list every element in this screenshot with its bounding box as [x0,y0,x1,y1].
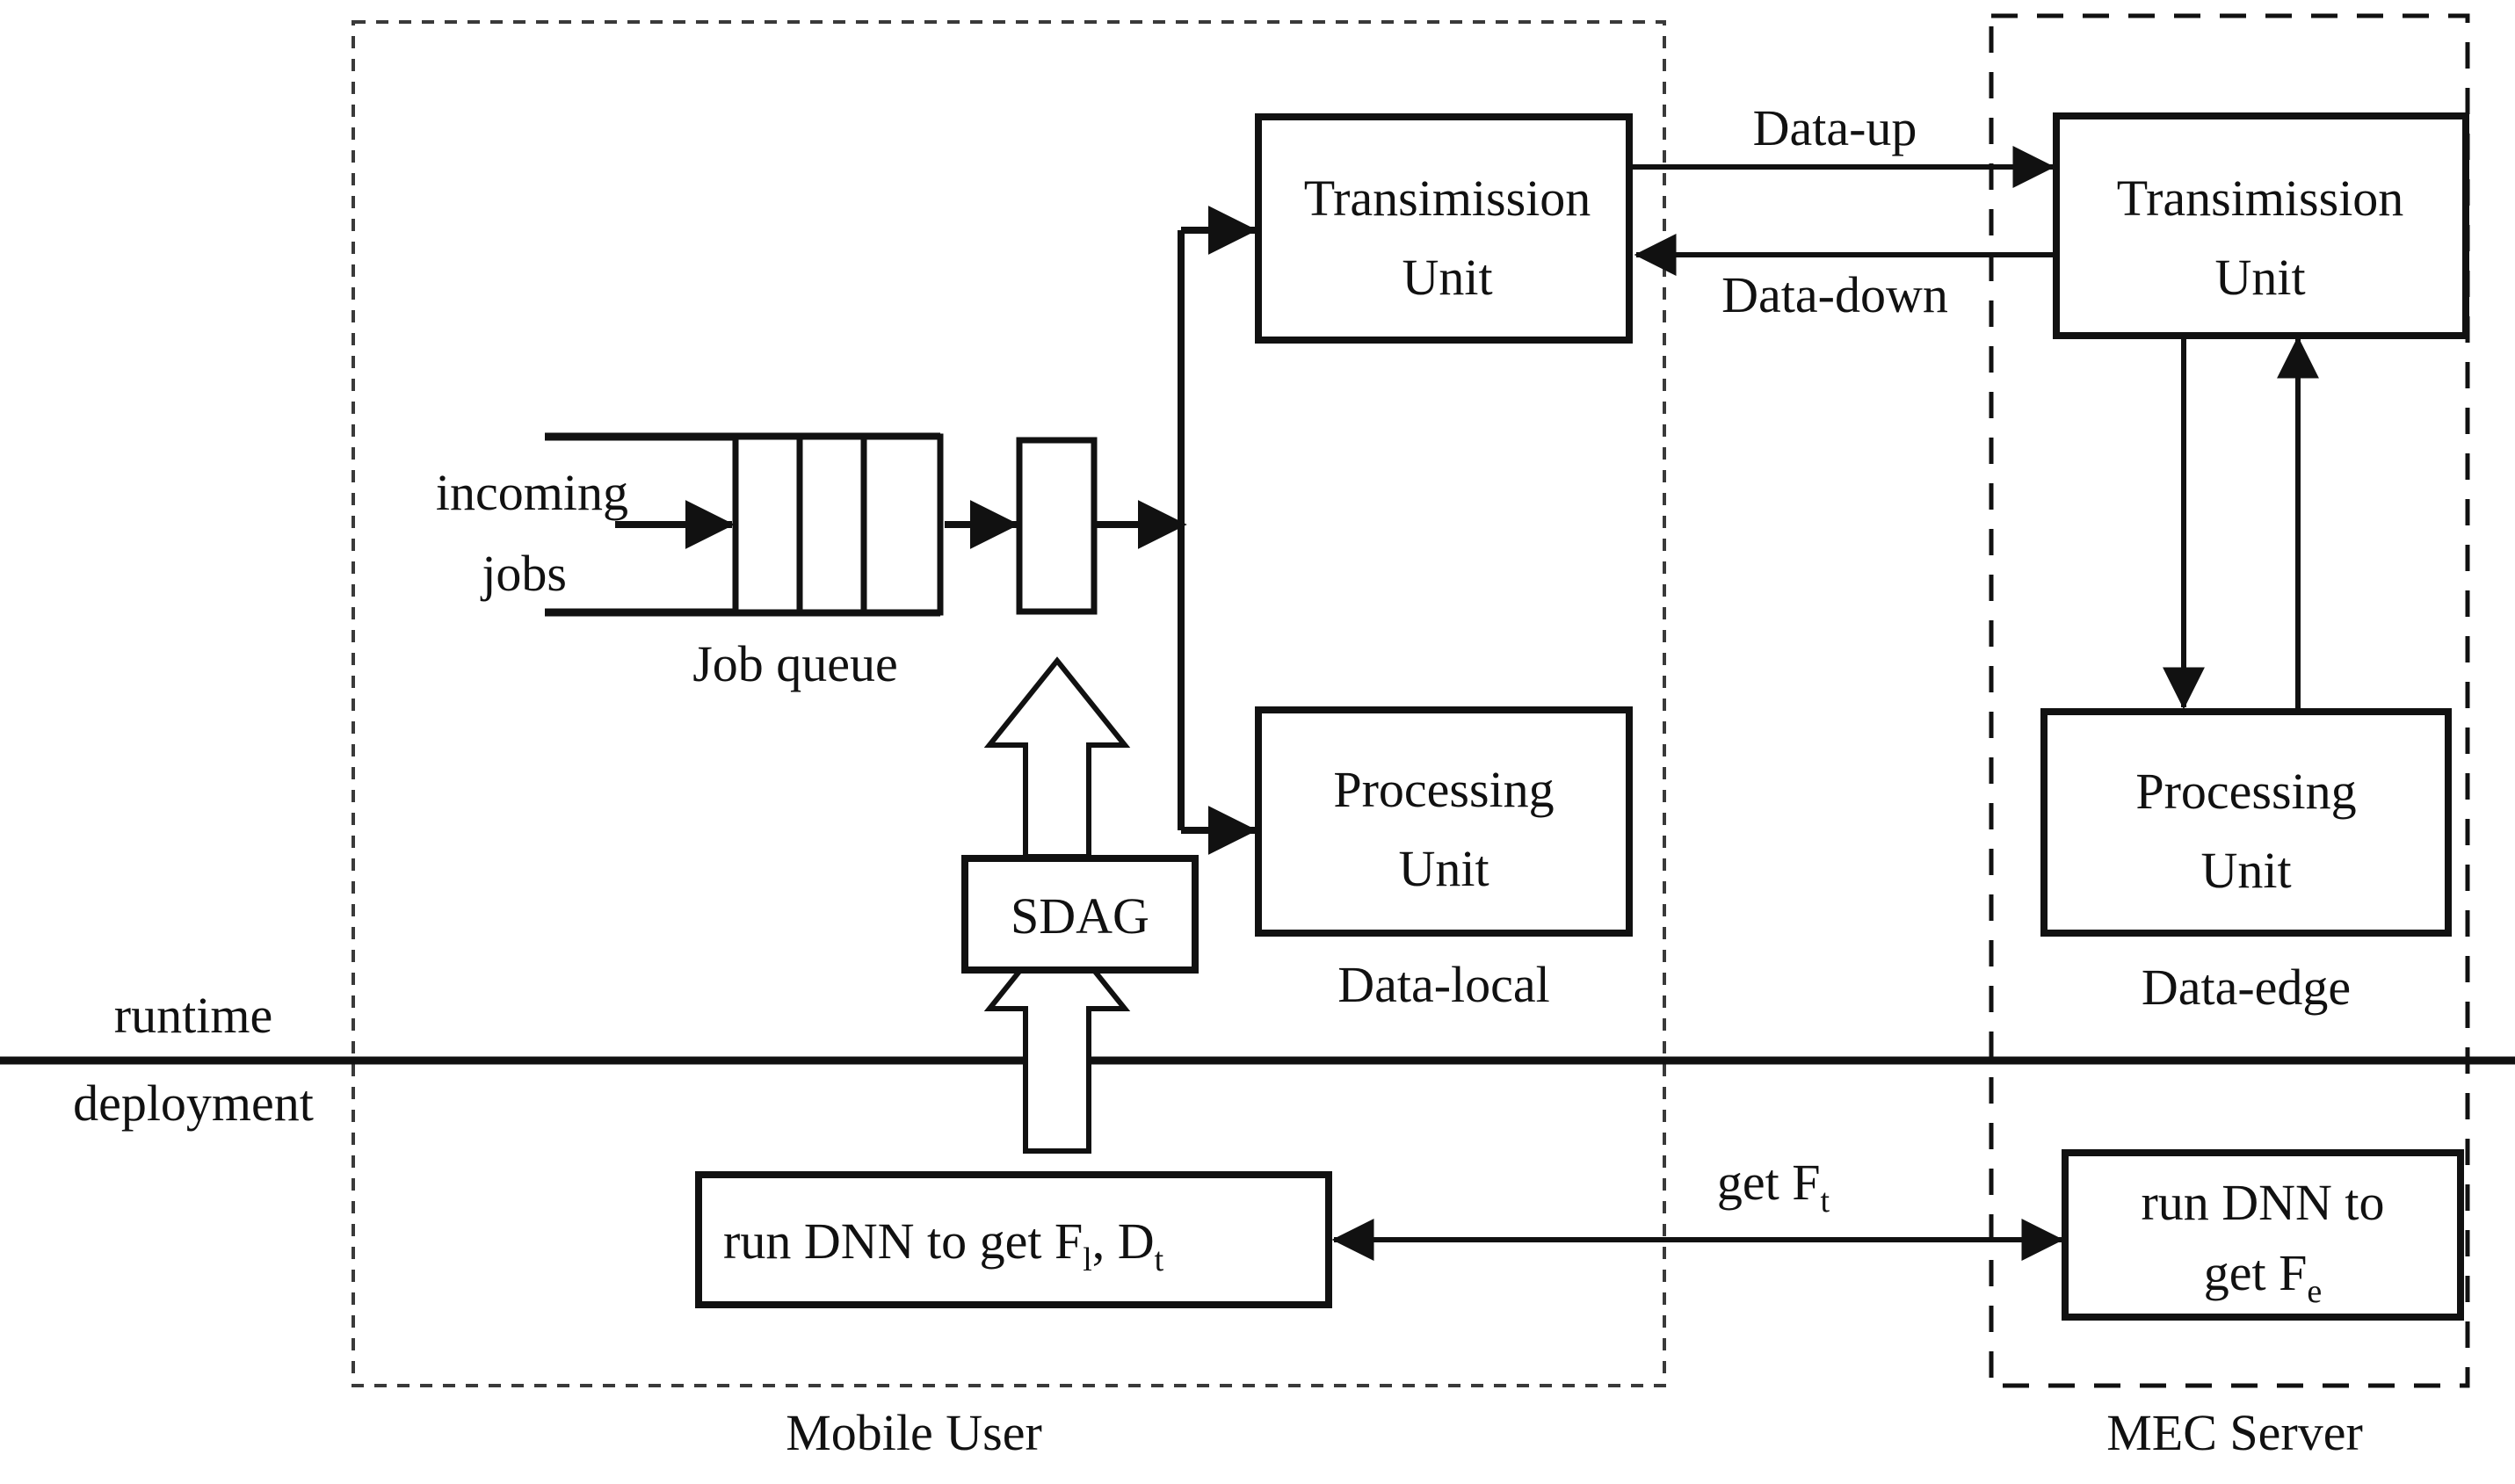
dispatcher-box[interactable] [1016,437,1098,615]
edge-processing-unit-box[interactable] [2040,708,2452,937]
queue-cell-2 [796,433,867,616]
queue-cell-1 [732,433,803,616]
dnn-edge-box[interactable] [2062,1149,2464,1321]
deployment-to-sdag-block-arrow [983,920,1131,1154]
sdag-box[interactable] [961,855,1199,974]
edge-transmission-unit-box[interactable] [2053,112,2469,339]
region-mec-server [1989,13,2470,1388]
sdag-to-dispatcher-block-arrow [983,656,1131,859]
mobile-transmission-unit-box[interactable] [1255,113,1633,344]
region-mobile-user [352,20,1666,1387]
queue-cell-3 [860,433,944,616]
mobile-processing-unit-box[interactable] [1255,706,1633,937]
dnn-local-box[interactable] [695,1171,1332,1308]
